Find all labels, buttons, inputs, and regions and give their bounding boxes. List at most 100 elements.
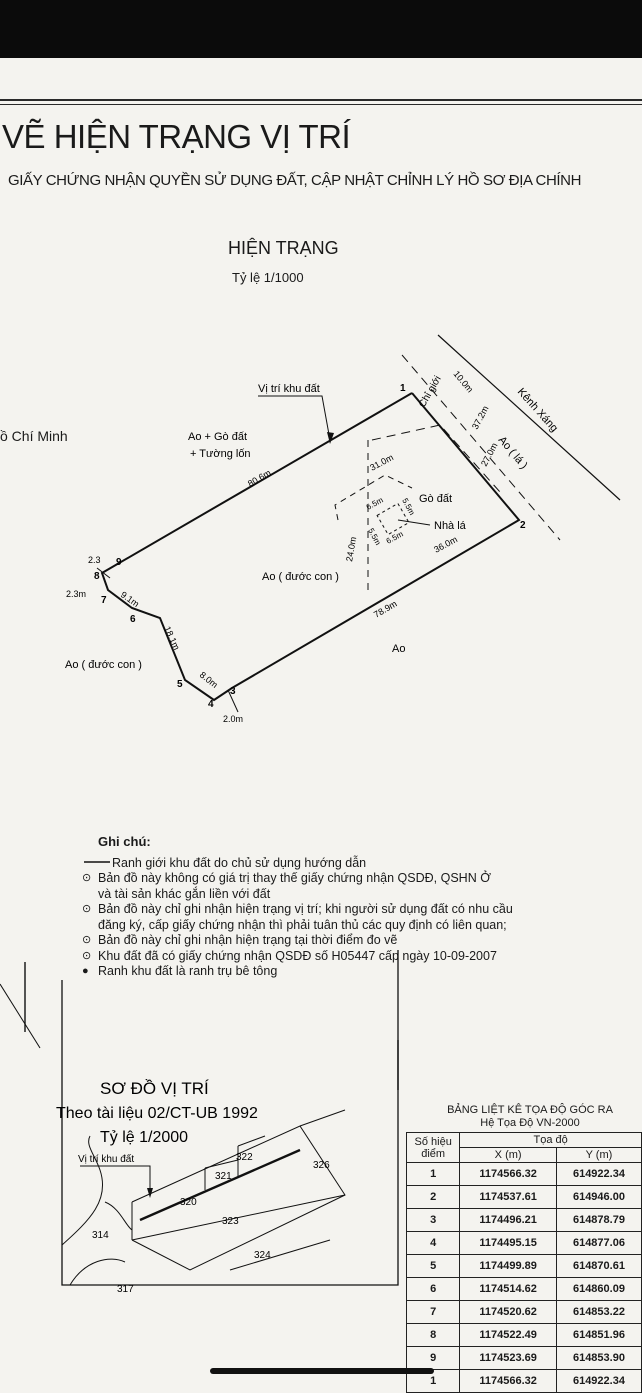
note-5-text: Ranh khu đất là ranh trụ bê tông: [98, 964, 278, 978]
coord-table-title: BẢNG LIỆT KÊ TỌA ĐỘ GÓC RA Hệ Tọa Độ VN-…: [410, 1104, 642, 1130]
parcel-map: Vị trí khu đất Ao + Gò đất + Tường lốn K…: [65, 334, 621, 724]
coord-table-heading: BẢNG LIỆT KÊ TỌA ĐỘ GÓC RA: [447, 1104, 613, 1116]
dim-2: 2.0m: [223, 714, 243, 724]
parcel-314: 314: [92, 1230, 109, 1241]
note-4: ⊙Khu đất đã có giấy chứng nhận QSDĐ số H…: [82, 949, 642, 965]
left-edge-text: ồ Chí Minh: [0, 428, 68, 444]
house-outline: [376, 502, 410, 536]
dim-78-9: 78.9m: [372, 599, 399, 620]
note-4-text: Khu đất đã có giấy chứng nhận QSDĐ số H0…: [98, 948, 497, 963]
parcel-323: 323: [222, 1216, 239, 1227]
label-pond-left: Ao ( đước con ): [65, 659, 142, 671]
label-pond-center: Ao ( đước con ): [262, 571, 339, 583]
point-8: 8: [94, 571, 100, 582]
point-2: 2: [520, 520, 526, 531]
note-5: ● Ranh khu đất là ranh trụ bê tông: [82, 964, 642, 980]
point-3: 3: [230, 686, 236, 697]
point-4: 4: [208, 699, 214, 710]
note-legend-text: Ranh giới khu đất do chủ sử dụng hướng d…: [112, 855, 367, 870]
house-dim-55b: 5.5m: [366, 527, 382, 547]
dim-80-6: 80.6m: [246, 468, 273, 489]
header-rule-thin: [0, 104, 642, 105]
map-heading: HIỆN TRẠNG: [228, 238, 339, 258]
location-map-title: SƠ ĐỒ VỊ TRÍ: [100, 1079, 209, 1098]
dim-37-2: 37.2m: [470, 404, 491, 431]
house-pointer: [397, 519, 431, 526]
dim-24: 24.0m: [344, 536, 358, 562]
note-legend: Ranh giới khu đất do chủ sử dụng hướng d…: [82, 856, 642, 872]
col-coord: Tọa độ: [459, 1132, 642, 1148]
canal-line: [437, 334, 621, 501]
bullet-icon: ●: [82, 965, 89, 977]
house-dim-65b: 6.5m: [385, 529, 405, 545]
notes-heading: Ghi chú:: [98, 834, 151, 849]
page-title: VẼ HIỆN TRẠNG VỊ TRÍ: [2, 118, 351, 155]
coord-table-system: Hệ Tọa Độ VN-2000: [480, 1117, 580, 1129]
parcel-317: 317: [117, 1284, 134, 1295]
note-3: ⊙ Bản đồ này chỉ ghi nhận hiện trạng tại …: [82, 933, 642, 949]
circle-dot-icon: ⊙: [82, 872, 92, 884]
circle-dot-icon: ⊙: [82, 934, 92, 946]
canal-dash: [401, 354, 561, 541]
note-2-text: Bản đồ này chỉ ghi nhận hiện trạng vị tr…: [98, 902, 513, 916]
point-1: 1: [400, 383, 406, 394]
dim-36: 36.0m: [432, 534, 459, 555]
map-scale: Tỷ lệ 1/1000: [232, 270, 304, 285]
label-region-a2: + Tường lốn: [190, 448, 251, 460]
note-1-text: Bản đồ này không có giá trị thay thế giấ…: [98, 871, 491, 885]
label-pond-right: Ao ( lá ): [496, 434, 530, 471]
label-location: Vị trí khu đất: [258, 383, 320, 395]
col-x: X (m): [459, 1147, 557, 1163]
header-rule: [0, 99, 642, 101]
note-3-text: Bản đồ này chỉ ghi nhận hiện trạng tại t…: [98, 933, 398, 947]
location-map-location: Vị trí khu đất: [78, 1153, 134, 1165]
label-leaf-house: Nhà lá: [434, 520, 467, 532]
col-y: Y (m): [555, 1147, 642, 1163]
label-pond-outside: Ao: [392, 643, 405, 655]
dim-27: 27.0m: [479, 441, 500, 468]
point-7: 7: [101, 595, 107, 606]
dim-10: 10.0m: [451, 369, 475, 395]
note-1: ⊙ Bản đồ này không có giá trị thay thế gi…: [82, 871, 642, 887]
parcel-boundary: [100, 392, 521, 702]
page-subtitle: GIẤY CHỨNG NHẬN QUYỀN SỬ DỤNG ĐẤT, CẬP N…: [8, 172, 582, 189]
legend-line-icon: [84, 860, 110, 863]
dim-31: 31.0m: [368, 452, 395, 473]
home-indicator[interactable]: [210, 1368, 434, 1374]
setback-dash: [371, 424, 501, 493]
label-region-a: Ao + Gò đất: [188, 431, 247, 443]
circle-dot-icon: ⊙: [82, 903, 92, 915]
note-2b-text: đăng ký, cấp giấy chứng nhận thì phải tu…: [98, 917, 507, 932]
dim-2-3b: 2.3m: [66, 589, 86, 599]
dim-18-1: 18.1m: [162, 625, 182, 652]
location-map: SƠ ĐỒ VỊ TRÍ Theo tài liệu 02/CT-UB 1992…: [0, 950, 399, 1295]
mound-dash: [334, 474, 413, 521]
point-6: 6: [130, 614, 136, 625]
parcel-320: 320: [180, 1197, 197, 1208]
house-dim-55a: 5.5m: [400, 497, 416, 517]
parcel-321: 321: [215, 1171, 232, 1182]
location-map-scale: Tỷ lệ 1/2000: [100, 1129, 188, 1146]
point-9: 9: [116, 557, 122, 568]
label-mound: Gò đất: [419, 493, 452, 505]
point-5: 5: [177, 679, 183, 690]
parcel-324: 324: [254, 1250, 271, 1261]
location-map-source: Theo tài liệu 02/CT-UB 1992: [56, 1105, 258, 1122]
notes-section: Ghi chú: Ranh giới khu đất do chủ sử dụn…: [82, 834, 642, 980]
top-black-bar: [0, 0, 642, 58]
parcel-322: 322: [236, 1152, 253, 1163]
label-road-limit: Chỉ giới: [416, 374, 444, 410]
location-pointer: [258, 395, 331, 441]
parcel-326: 326: [313, 1160, 330, 1171]
